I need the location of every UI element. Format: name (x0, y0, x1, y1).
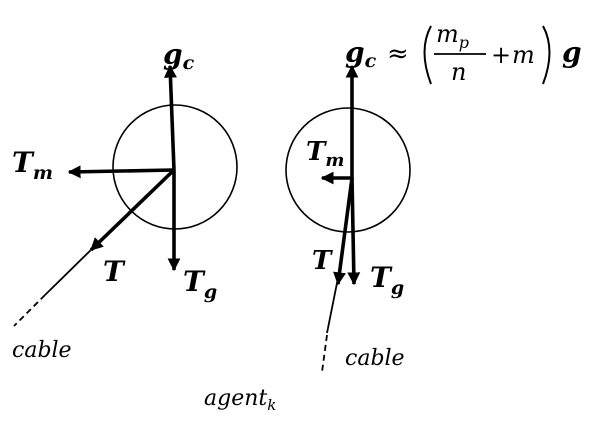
right-agent (285, 64, 411, 373)
formula-right-paren (542, 25, 551, 85)
right-agent-body (285, 107, 411, 233)
right-gc-label: gc (345, 36, 377, 72)
formula-plus: + (491, 41, 511, 69)
left-agent (13, 64, 238, 327)
right-t-label: T (312, 246, 333, 276)
agent-k-label: agentk (204, 386, 276, 414)
formula: ≈ mp n + m g (387, 20, 582, 86)
formula-m: m (512, 41, 535, 69)
left-t-arrow (89, 168, 176, 252)
formula-g: g (562, 36, 582, 69)
left-tg-label: Tg (183, 265, 217, 303)
right-t-arrow (333, 177, 354, 286)
left-cable-dashed (13, 294, 46, 327)
left-tm-arrow (67, 165, 175, 179)
right-cable-label: cable (345, 346, 405, 371)
left-cable-label: cable (12, 338, 72, 363)
left-cable (44, 243, 98, 296)
formula-denominator: n (451, 58, 466, 86)
right-cable-dashed (321, 334, 328, 373)
formula-numerator: mp (436, 20, 469, 52)
right-tm-label: Tm (306, 137, 344, 171)
left-t-label: T (103, 255, 126, 288)
right-cable (326, 277, 339, 334)
left-gc-arrow (163, 64, 177, 171)
left-gc-label: gc (163, 38, 195, 74)
formula-left-paren (423, 25, 432, 85)
formula-approx: ≈ (387, 39, 409, 69)
right-tg-arrow (347, 177, 361, 286)
right-tg-label: Tg (370, 261, 404, 299)
left-tm-label: Tm (12, 146, 53, 184)
